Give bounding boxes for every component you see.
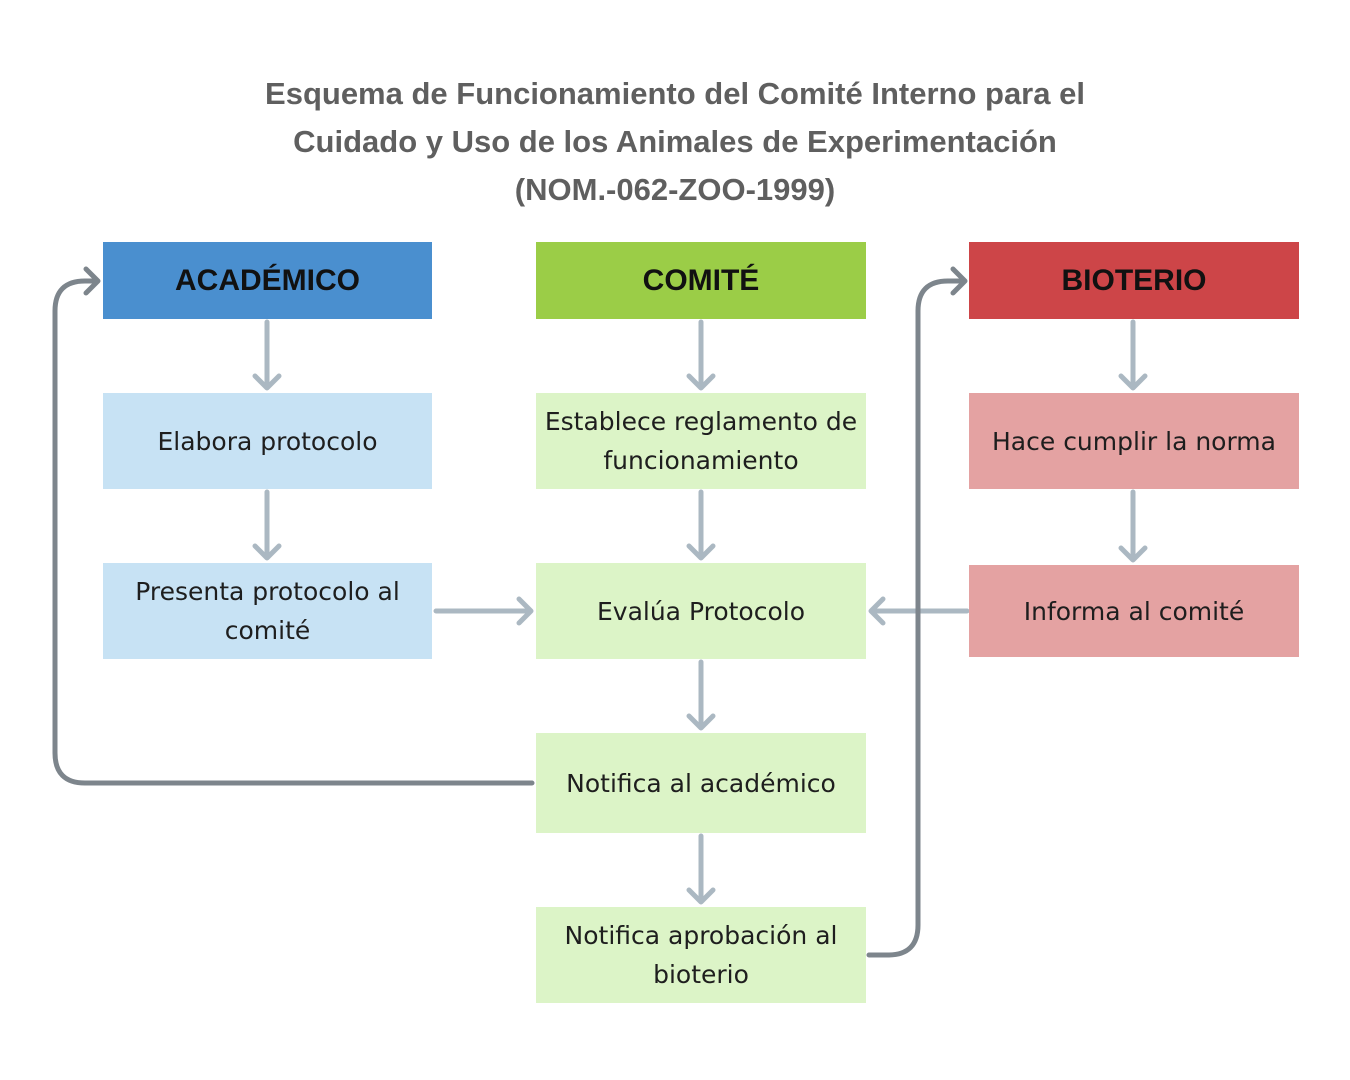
step-label: Notifica al académico xyxy=(566,768,836,798)
header-comite-label: COMITÉ xyxy=(642,263,760,297)
step-informa-comite: Informa al comité xyxy=(969,565,1299,657)
step-hace-cumplir-norma: Hace cumplir la norma xyxy=(969,393,1299,489)
step-label: Evalúa Protocolo xyxy=(596,596,805,626)
diagram-title: Esquema de Funcionamiento del Comité Int… xyxy=(0,70,1350,214)
arrow-presenta-to-evalua xyxy=(433,596,534,626)
step-label: Establece reglamento de funcionamiento xyxy=(544,407,858,475)
header-bioterio-label: BIOTERIO xyxy=(1061,263,1207,297)
header-academico: ACADÉMICO xyxy=(103,242,432,319)
step-label: Elabora protocolo xyxy=(157,426,378,456)
arrow-establece-to-evalua xyxy=(686,489,716,561)
arrow-evalua-to-notifica-academico xyxy=(686,659,716,731)
step-label: Notifica aprobación al bioterio xyxy=(564,921,838,989)
step-notifica-aprobacion: Notifica aprobación al bioterio xyxy=(536,907,866,1003)
step-establece-reglamento: Establece reglamento de funcionamiento xyxy=(536,393,866,489)
arrow-comite-header-to-establece xyxy=(686,319,716,391)
loop-notifica-to-academico xyxy=(52,266,535,786)
arrow-academico-header-to-elabora xyxy=(252,319,282,391)
title-line-1: Esquema de Funcionamiento del Comité Int… xyxy=(265,76,1085,111)
arrow-notifica-academico-to-notifica-bioterio xyxy=(686,833,716,905)
arrow-hace-cumplir-to-informa xyxy=(1118,489,1148,563)
step-label: Presenta protocolo al comité xyxy=(135,577,400,645)
step-label: Hace cumplir la norma xyxy=(992,426,1276,456)
header-comite: COMITÉ xyxy=(536,242,866,319)
header-academico-label: ACADÉMICO xyxy=(175,263,360,297)
arrow-elabora-to-presenta xyxy=(252,489,282,561)
header-bioterio: BIOTERIO xyxy=(969,242,1299,319)
step-evalua-protocolo: Evalúa Protocolo xyxy=(536,563,866,659)
step-label: Informa al comité xyxy=(1023,596,1245,626)
title-line-3: (NOM.-062-ZOO-1999) xyxy=(514,172,836,207)
step-notifica-academico: Notifica al académico xyxy=(536,733,866,833)
title-line-2: Cuidado y Uso de los Animales de Experim… xyxy=(293,124,1057,159)
loop-notifica-to-bioterio xyxy=(866,266,968,958)
arrow-bioterio-header-to-hace-cumplir xyxy=(1118,319,1148,391)
step-elabora-protocolo: Elabora protocolo xyxy=(103,393,432,489)
step-presenta-protocolo: Presenta protocolo al comité xyxy=(103,563,432,659)
